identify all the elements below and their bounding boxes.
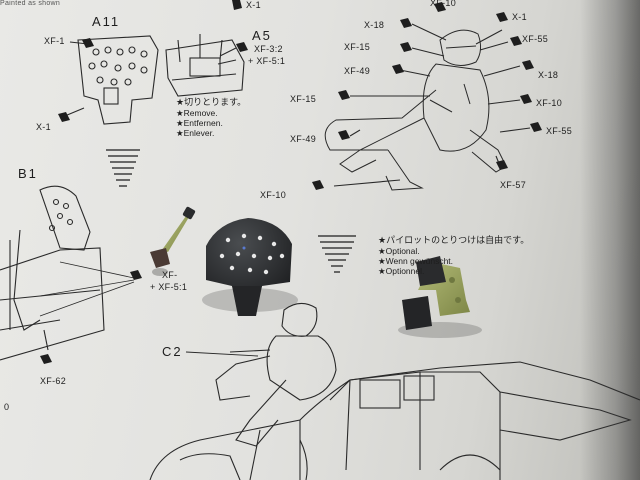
instrument-panel-a11-drawing bbox=[77, 35, 159, 125]
seat-bracket-part bbox=[398, 256, 482, 338]
note-optional-fr: ★Optionnel. bbox=[378, 266, 425, 276]
label-xf15-b: XF-15 bbox=[290, 94, 317, 104]
label-xf3-2: XF-3:2 bbox=[254, 44, 283, 54]
label-zero: 0 bbox=[4, 402, 10, 412]
paper-edge-shadow bbox=[580, 0, 640, 480]
note-optional-jp: ★パイロットのとりつけは自由です。 bbox=[378, 236, 530, 246]
pilot-figure-drawing bbox=[324, 29, 507, 191]
note-optional-de: ★Wenn gewünscht. bbox=[378, 256, 454, 266]
label-xf15-a: XF-15 bbox=[344, 42, 371, 52]
label-b1: B1 bbox=[18, 166, 38, 181]
label-xf5-1-a: + XF-5:1 bbox=[248, 56, 286, 66]
control-stick-part bbox=[150, 206, 196, 276]
label-xf57: XF-57 bbox=[500, 180, 527, 190]
cockpit-b1-drawing bbox=[0, 185, 105, 361]
note-optional-en: ★Optional. bbox=[378, 246, 420, 256]
label-xf10-b: XF-10 bbox=[536, 98, 563, 108]
label-xf-mid: XF- bbox=[162, 270, 178, 280]
paint-bullets bbox=[40, 0, 542, 364]
label-xf5-1-b: + XF-5:1 bbox=[150, 282, 188, 292]
label-x18-b: X-18 bbox=[538, 70, 559, 80]
label-xf10-c: XF-10 bbox=[260, 190, 287, 200]
label-xf55-a: XF-55 bbox=[522, 34, 549, 44]
label-xf62: XF-62 bbox=[40, 376, 67, 386]
label-x1-b: X-1 bbox=[512, 12, 527, 22]
label-xf1: XF-1 bbox=[44, 36, 65, 46]
label-x1-left: X-1 bbox=[36, 122, 51, 132]
note-remove: ★切りとります。 ★Remove. ★Entfernen. ★Enlever. bbox=[176, 98, 246, 138]
label-a5: A5 bbox=[252, 28, 272, 43]
note-remove-jp: ★切りとります。 bbox=[176, 98, 247, 108]
label-xf49-b: XF-49 bbox=[290, 134, 317, 144]
label-x1-top: X-1 bbox=[246, 0, 261, 10]
step-arrow-right bbox=[318, 235, 356, 273]
pilot-c2-drawing bbox=[215, 302, 337, 447]
note-optional: ★パイロットのとりつけは自由です。 ★Optional. ★Wenn gewün… bbox=[378, 236, 529, 276]
label-a11: A11 bbox=[92, 14, 121, 29]
note-remove-de: ★Entfernen. bbox=[176, 118, 223, 128]
instrument-panel-part bbox=[202, 218, 298, 316]
note-remove-en: ★Remove. bbox=[176, 108, 218, 118]
note-remove-fr: ★Enlever. bbox=[176, 128, 215, 138]
label-xf55-b: XF-55 bbox=[546, 126, 573, 136]
step-arrow-left bbox=[106, 149, 140, 187]
fuselage-drawing bbox=[149, 361, 640, 480]
label-xf49-a: XF-49 bbox=[344, 66, 371, 76]
label-c2: C2 bbox=[162, 344, 183, 359]
label-x18-a: X-18 bbox=[364, 20, 385, 30]
label-xf10-top: XF-10 bbox=[430, 0, 457, 8]
bracket-a5-drawing bbox=[165, 34, 245, 97]
header-fragment: Painted as shown bbox=[0, 0, 61, 7]
